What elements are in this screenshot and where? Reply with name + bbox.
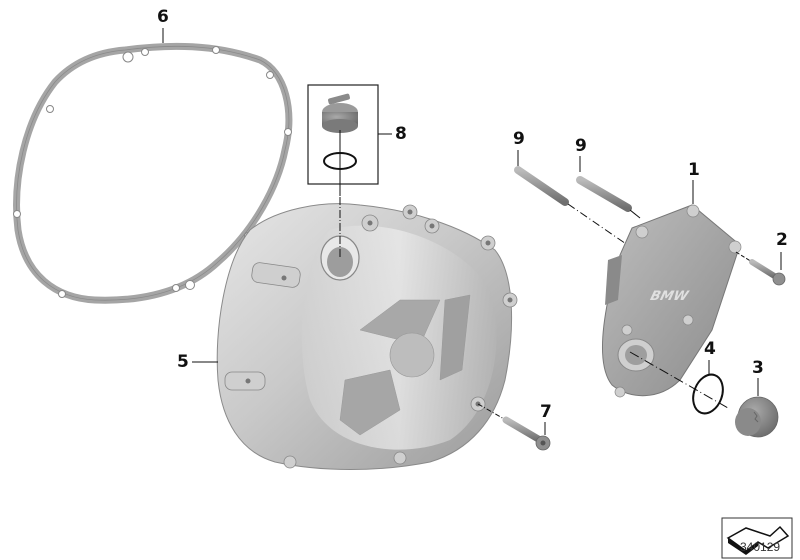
clutch-cover-part-5[interactable]: [216, 203, 518, 470]
callout-8[interactable]: 8: [395, 124, 407, 144]
callout-3[interactable]: 3: [752, 358, 764, 378]
bolt-part-2[interactable]: [735, 251, 786, 286]
callout-2[interactable]: 2: [776, 230, 788, 250]
dowel-part-9b[interactable]: [576, 176, 641, 219]
cover-part-1[interactable]: BMW: [601, 204, 742, 398]
callout-7[interactable]: 7: [540, 402, 552, 422]
callout-5[interactable]: 5: [177, 352, 189, 372]
gasket-part-6[interactable]: [13, 42, 293, 304]
bolt-part-7[interactable]: [477, 403, 551, 451]
callout-1[interactable]: 1: [688, 160, 700, 180]
bmw-logo-text: BMW: [649, 289, 691, 304]
reference-number: 340129: [740, 540, 781, 554]
o-ring-part-4[interactable]: [629, 351, 729, 418]
oil-filler-cap-part-8[interactable]: [307, 84, 379, 196]
callout-6[interactable]: 6: [157, 7, 169, 27]
plug-screw-part-3[interactable]: [735, 396, 779, 438]
callout-9b[interactable]: 9: [575, 136, 587, 156]
dowel-part-9a[interactable]: [514, 166, 633, 249]
arrow-sheet-icon[interactable]: [721, 517, 793, 559]
callout-9a[interactable]: 9: [513, 129, 525, 149]
callout-4[interactable]: 4: [704, 339, 716, 359]
